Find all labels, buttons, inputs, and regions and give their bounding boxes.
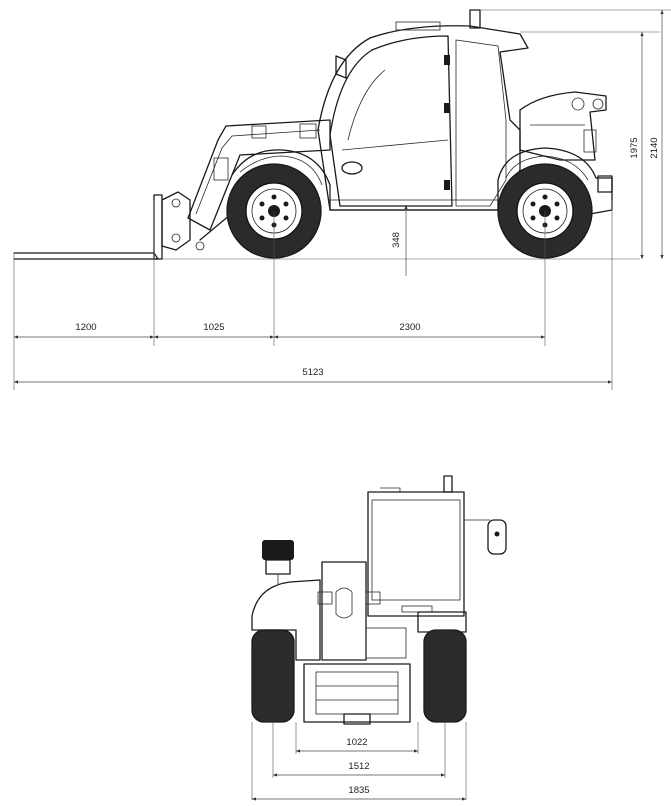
front-body <box>251 561 467 725</box>
dim-track-width: 1512 <box>348 761 369 772</box>
dim-overall-length: 5123 <box>302 367 323 378</box>
side-view: 1200 1025 2300 5123 348 1975 2140 <box>13 9 671 390</box>
dim-inner-track: 1022 <box>346 737 367 748</box>
front-cab <box>367 475 507 617</box>
chassis <box>231 147 613 215</box>
dim-cab-height: 1975 <box>629 137 640 158</box>
rear-engine-bay <box>519 91 607 161</box>
dim-ground-clearance: 348 <box>391 232 402 248</box>
dim-overall-height: 2140 <box>649 137 660 158</box>
beacon-light <box>262 540 294 584</box>
dim-wheelbase: 2300 <box>399 322 420 333</box>
dim-overall-width: 1835 <box>348 785 369 796</box>
dim-front-overhang: 1025 <box>203 322 224 333</box>
cab <box>317 9 529 211</box>
fork-carriage <box>13 191 205 260</box>
front-view: 1022 1512 1835 <box>251 475 507 801</box>
front-view-right-tire <box>423 629 467 723</box>
dim-fork-length: 1200 <box>75 322 96 333</box>
front-view-left-tire <box>251 629 295 723</box>
